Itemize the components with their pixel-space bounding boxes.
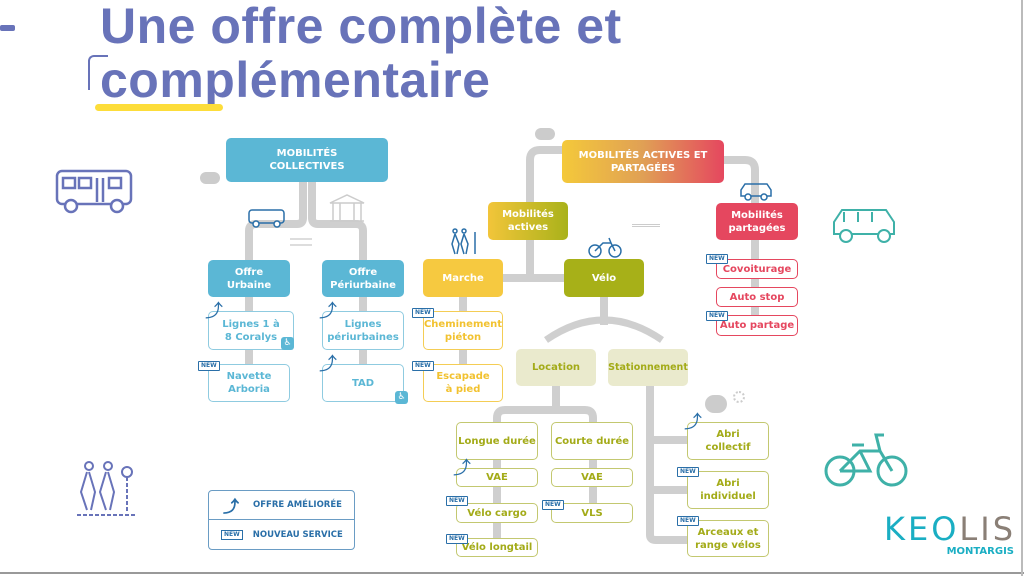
- item-tad: TAD: [322, 364, 404, 402]
- sun-icon: [733, 391, 745, 403]
- item-cheminement-pieton: Cheminement piéton: [423, 311, 503, 350]
- legend-new: NEW NOUVEAU SERVICE: [209, 520, 354, 549]
- item-auto-stop: Auto stop: [716, 287, 798, 307]
- hikers-icon: [77, 461, 135, 516]
- bus-icon: [55, 169, 133, 214]
- stationnement: Stationnement: [608, 349, 688, 386]
- item-arceaux-range-velos: Arceaux et range vélos: [687, 520, 769, 557]
- new-badge: NEW: [412, 308, 434, 318]
- marche: Marche: [423, 259, 503, 297]
- car-small-icon: [740, 183, 772, 201]
- mobilites-actives: Mobilités actives: [488, 202, 568, 240]
- improved-arrow-icon: ⤴: [205, 301, 223, 322]
- item-velo-cargo: Vélo cargo: [456, 503, 538, 523]
- item-abri-collectif: Abri collectif: [687, 422, 769, 460]
- new-badge: NEW: [446, 534, 468, 544]
- improved-arrow-icon: ⤴: [223, 497, 240, 516]
- item-velo-longtail: Vélo longtail: [456, 538, 538, 557]
- item-lignes-coralys: Lignes 1 à 8 Coralys: [208, 311, 294, 350]
- wheelchair-icon: ♿: [395, 391, 408, 404]
- item-abri-individuel: Abri individuel: [687, 471, 769, 509]
- improved-arrow-icon: ⤴: [684, 412, 702, 433]
- waves-icon: [290, 238, 312, 246]
- new-badge: NEW: [542, 500, 564, 510]
- offre-urbaine: Offre Urbaine: [208, 260, 290, 297]
- tree-icon: [705, 395, 727, 413]
- bike-small-icon: [588, 237, 622, 258]
- new-badge: NEW: [221, 529, 243, 540]
- new-badge: NEW: [677, 516, 699, 526]
- item-auto-partage: Auto partage: [716, 315, 798, 336]
- location: Location: [516, 349, 596, 386]
- new-badge: NEW: [412, 361, 434, 371]
- legend: ⤴ OFFRE AMÉLIORÉE NEW NOUVEAU SERVICE: [208, 490, 355, 550]
- legend-improved-label: OFFRE AMÉLIORÉE: [253, 500, 342, 510]
- title-dash: [0, 25, 15, 31]
- cloud-icon: [200, 172, 220, 184]
- walkers-small-icon: [451, 228, 476, 255]
- legend-improved: ⤴ OFFRE AMÉLIORÉE: [209, 491, 354, 520]
- new-badge: NEW: [446, 496, 468, 506]
- new-badge: NEW: [706, 311, 728, 321]
- courte-duree: Courte durée: [551, 422, 633, 460]
- item-vae-longue: VAE: [456, 468, 538, 487]
- mobilites-actives-partagees-header: MOBILITÉS ACTIVES ET PARTAGÉES: [562, 140, 724, 183]
- kiosk-icon: [329, 194, 365, 222]
- item-lignes-periurbaines: Lignes périurbaines: [322, 311, 404, 350]
- wheelchair-icon: ♿: [281, 337, 294, 350]
- bus-small-icon: [248, 209, 285, 228]
- offre-periurbaine: Offre Périurbaine: [322, 260, 404, 297]
- item-navette-arboria: Navette Arboria: [208, 364, 290, 402]
- car-icon: [833, 209, 895, 243]
- item-vae-courte: VAE: [551, 468, 633, 487]
- item-covoiturage: Covoiturage: [716, 259, 798, 279]
- page-title-line1: Une offre complète et: [100, 0, 622, 54]
- keolis-city: MONTARGIS: [946, 546, 1014, 557]
- bicycle-icon: [824, 433, 908, 487]
- page-title-line2: complémentaire: [100, 52, 491, 108]
- tree-icon: [535, 128, 555, 140]
- keolis-wordmark: KEOLIS: [884, 510, 1016, 548]
- title-bracket: [88, 55, 108, 90]
- item-escapade-a-pied: Escapade à pied: [423, 364, 503, 402]
- title-underline: [95, 104, 223, 111]
- new-badge: NEW: [677, 467, 699, 477]
- legend-new-label: NOUVEAU SERVICE: [252, 529, 343, 540]
- new-badge: NEW: [706, 254, 728, 264]
- boat-icon: [632, 203, 660, 227]
- velo: Vélo: [564, 259, 644, 297]
- mobilites-collectives-header: MOBILITÉS COLLECTIVES: [226, 138, 388, 182]
- improved-arrow-icon: ⤴: [453, 458, 471, 479]
- mobilites-partagees: Mobilités partagées: [716, 203, 798, 240]
- keolis-logo: KEOLIS MONTARGIS: [840, 512, 1016, 564]
- slide-bottom-border: [0, 572, 1024, 574]
- slide-right-border: [1021, 0, 1023, 576]
- item-vls: VLS: [551, 503, 633, 523]
- improved-arrow-icon: ⤴: [319, 354, 337, 375]
- new-badge: NEW: [198, 361, 220, 371]
- improved-arrow-icon: ⤴: [319, 301, 337, 322]
- longue-duree: Longue durée: [456, 422, 538, 460]
